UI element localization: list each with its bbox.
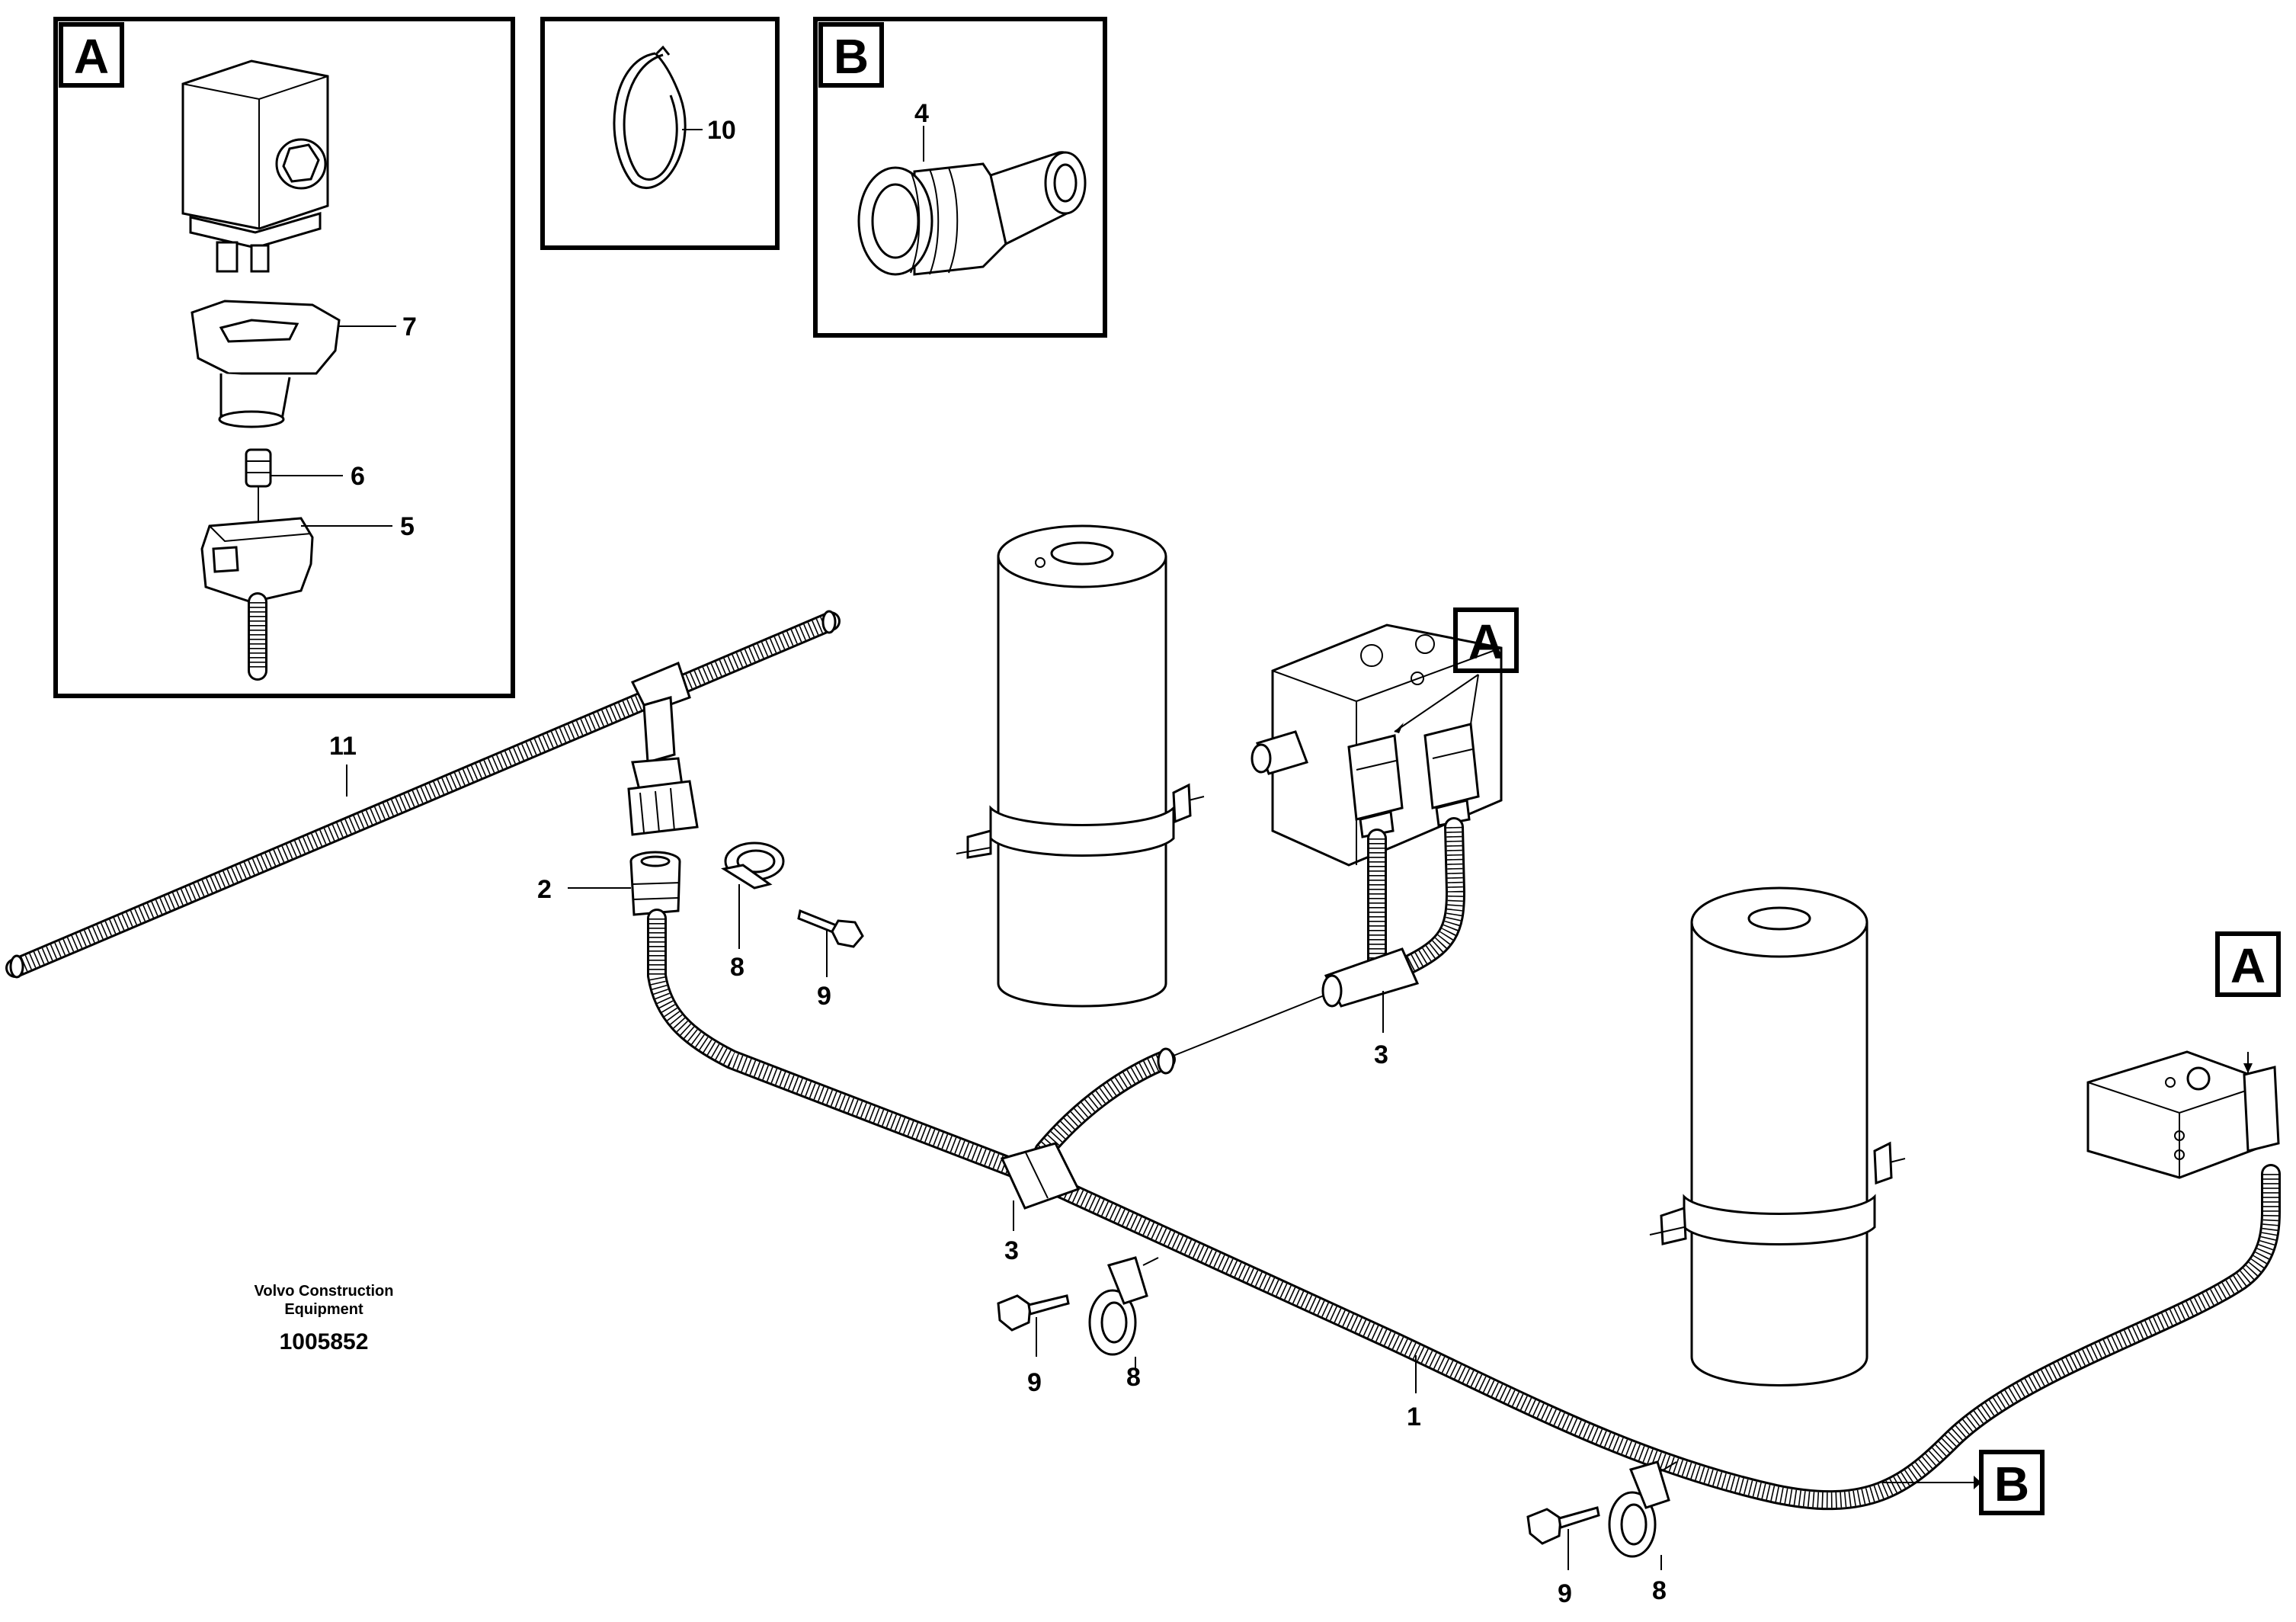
detail-a-ref-upper: A xyxy=(1468,614,1503,669)
t-connector-icon xyxy=(627,661,699,836)
callout-5: 5 xyxy=(400,512,415,541)
cylinder-upper-icon xyxy=(956,524,1205,1008)
detail-b-tag: B xyxy=(834,29,869,84)
callout-4: 4 xyxy=(914,99,929,128)
solenoid-connector-right-icon xyxy=(1400,723,1480,974)
hose-11 xyxy=(5,610,841,979)
connector-2-icon xyxy=(629,851,681,916)
detail-b-ref: B xyxy=(1994,1457,2029,1511)
callout-9-middle: 9 xyxy=(1027,1368,1042,1397)
detail-a-ref-right: A xyxy=(2230,938,2266,993)
callout-8-lower: 8 xyxy=(1652,1576,1667,1605)
bolt-9-lower-icon xyxy=(1526,1506,1600,1545)
detail-a-panel: A xyxy=(53,17,515,698)
bolt-9-middle-icon xyxy=(997,1294,1070,1332)
housing-5-icon xyxy=(200,517,314,681)
valve-block-right-icon xyxy=(2086,1050,2280,1179)
detail-b-panel: B 4 xyxy=(813,17,1107,338)
bolt-9-upper-icon xyxy=(797,909,864,948)
callout-3-lower: 3 xyxy=(1004,1236,1019,1265)
cylinder-lower-icon xyxy=(1649,886,1906,1386)
seal-6-icon xyxy=(245,448,272,526)
wiring-harness-1 xyxy=(647,909,2281,1511)
credit-line-1: Volvo Construction xyxy=(255,1283,394,1300)
callout-1: 1 xyxy=(1407,1402,1421,1431)
cable-tie-icon xyxy=(613,45,687,189)
connector-7-icon xyxy=(191,300,341,428)
callout-11: 11 xyxy=(329,732,357,761)
cable-tie-panel: 10 xyxy=(540,17,780,250)
callout-10: 10 xyxy=(707,116,736,145)
clamp-8-lower-icon xyxy=(1608,1460,1670,1558)
callout-8-middle: 8 xyxy=(1126,1363,1141,1392)
clamp-8-upper-icon xyxy=(721,841,785,890)
callout-9-lower: 9 xyxy=(1558,1579,1572,1608)
solenoid-connector-left-icon xyxy=(1347,734,1404,978)
callout-7: 7 xyxy=(402,313,417,341)
relay-icon xyxy=(181,59,329,273)
elbow-fitting-4-icon xyxy=(857,151,1087,276)
detail-a-tag: A xyxy=(74,29,109,84)
callout-2: 2 xyxy=(537,875,552,904)
callout-9-upper: 9 xyxy=(817,982,831,1011)
t-connector-3-lower-icon xyxy=(1000,1142,1081,1210)
callout-3-upper: 3 xyxy=(1374,1040,1388,1069)
document-number: 1005852 xyxy=(280,1329,369,1354)
callout-8-upper: 8 xyxy=(730,953,745,982)
clamp-8-middle-icon xyxy=(1088,1256,1148,1356)
t-connector-3-upper-icon xyxy=(1321,947,1420,1008)
credit-line-2: Equipment xyxy=(284,1301,363,1318)
callout-6: 6 xyxy=(351,462,365,491)
